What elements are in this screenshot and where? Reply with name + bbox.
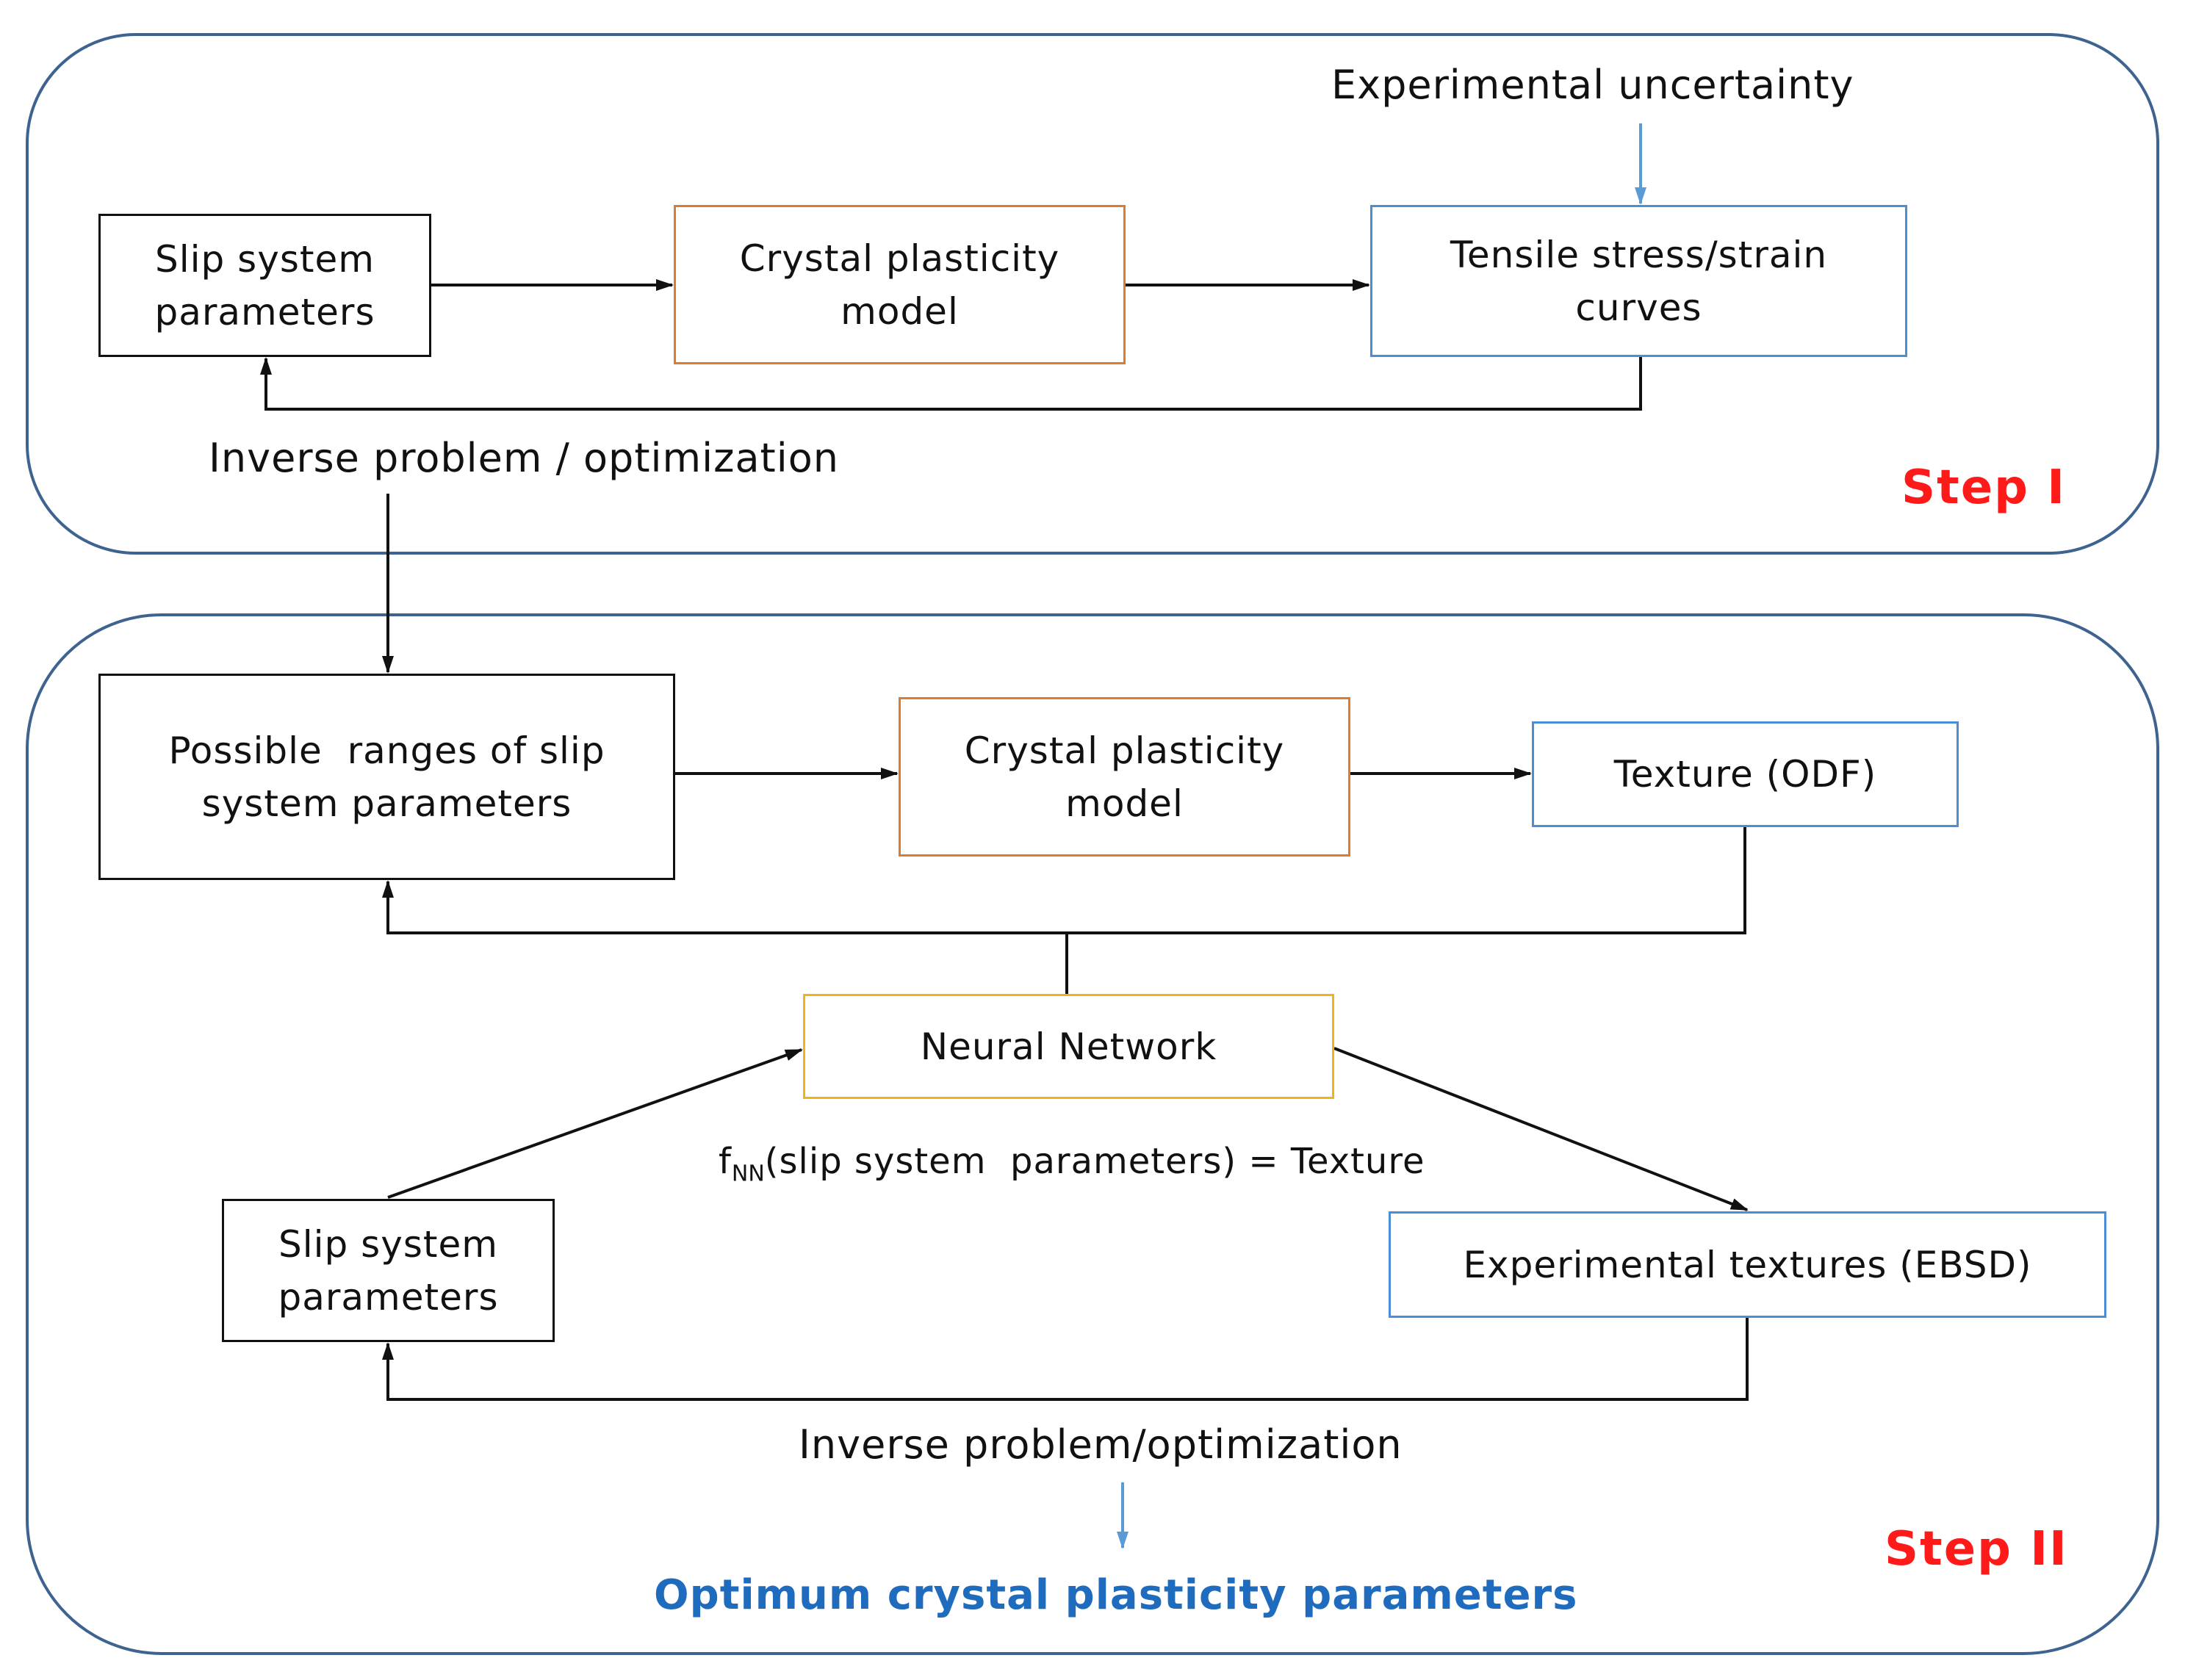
crystal-plasticity-model-label: Crystal plasticity model (739, 237, 1060, 333)
arrow-nn-to-experimental (1333, 1047, 1749, 1211)
slip-system-parameters-box-step2: Slip system parameters (222, 1199, 555, 1342)
texture-odf-label: Texture (ODF) (1613, 753, 1877, 796)
function-expression: (slip system parameters) = Texture (764, 1141, 1425, 1182)
possible-ranges-label: Possible ranges of slip system parameter… (168, 729, 618, 825)
step2-label: Step II (1885, 1522, 2068, 1576)
crystal-plasticity-model-label-step2: Crystal plasticity model (964, 729, 1285, 825)
crystal-plasticity-model-box-step2: Crystal plasticity model (899, 697, 1350, 857)
neural-network-function-label: fNN(slip system parameters) = Texture (719, 1138, 1425, 1198)
slip-system-parameters-box: Slip system parameters (98, 214, 431, 357)
step1-panel (26, 33, 2159, 555)
neural-network-box: Neural Network (803, 994, 1334, 1099)
tensile-curves-box: Tensile stress/strain curves (1370, 205, 1907, 357)
step2-connectors (382, 768, 1749, 1401)
function-subscript: NN (731, 1161, 765, 1187)
step1-label: Step I (1901, 461, 2066, 515)
arrow-slip-to-nn (387, 1048, 803, 1199)
tensile-curves-label: Tensile stress/strain curves (1450, 233, 1828, 329)
neural-network-label: Neural Network (920, 1025, 1217, 1068)
slip-system-parameters-label-step2: Slip system parameters (278, 1222, 499, 1319)
experimental-textures-label: Experimental textures (EBSD) (1463, 1243, 2032, 1286)
experimental-textures-box: Experimental textures (EBSD) (1389, 1211, 2106, 1318)
step1-connectors (260, 279, 1642, 411)
possible-ranges-box: Possible ranges of slip system parameter… (98, 674, 675, 880)
inverse-problem-label-step1: Inverse problem / optimization (209, 435, 839, 481)
optimum-parameters-label: Optimum crystal plasticity parameters (654, 1571, 1578, 1619)
feedback-loop-experimental-to-slip (382, 1318, 1749, 1401)
texture-odf-box: Texture (ODF) (1532, 721, 1959, 827)
experimental-uncertainty-label: Experimental uncertainty (1331, 62, 1854, 108)
function-symbol: f (719, 1141, 732, 1182)
slip-system-parameters-label: Slip system parameters (154, 237, 375, 334)
feedback-loop-step1 (260, 357, 1642, 411)
crystal-plasticity-model-box: Crystal plasticity model (674, 205, 1126, 364)
inverse-problem-label-step2: Inverse problem/optimization (799, 1421, 1403, 1468)
step2-panel (26, 613, 2159, 1655)
